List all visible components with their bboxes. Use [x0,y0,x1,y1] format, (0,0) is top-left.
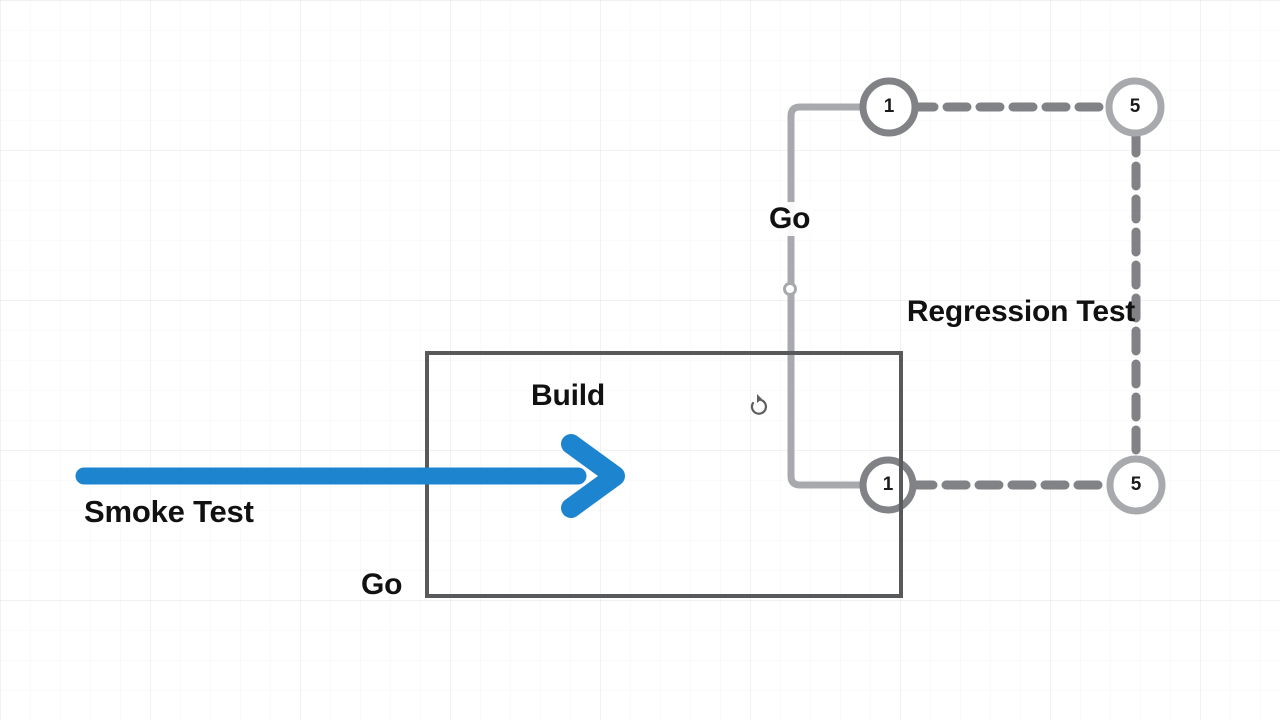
label-go-bottom[interactable]: Go [361,568,403,601]
label-go-top[interactable]: Go [766,202,814,236]
connector-go-vertical[interactable] [787,103,866,489]
rotate-icon [750,394,768,415]
node-bottom-right-label: 5 [1130,474,1142,495]
node-top-right-label: 5 [1129,96,1141,117]
label-build[interactable]: Build [531,379,605,412]
label-regression-test[interactable]: Regression Test [906,295,1136,328]
node-bottom-right[interactable] [1106,455,1166,515]
connector-waypoint-handle[interactable] [783,282,797,296]
node-top-left-label: 1 [883,96,895,117]
label-smoke-test[interactable]: Smoke Test [84,494,254,529]
node-top-right[interactable] [1105,77,1165,137]
node-bottom-left-label: 1 [882,474,894,495]
node-top-left[interactable] [859,77,919,137]
smoke-test-arrow-head-icon [561,434,625,518]
